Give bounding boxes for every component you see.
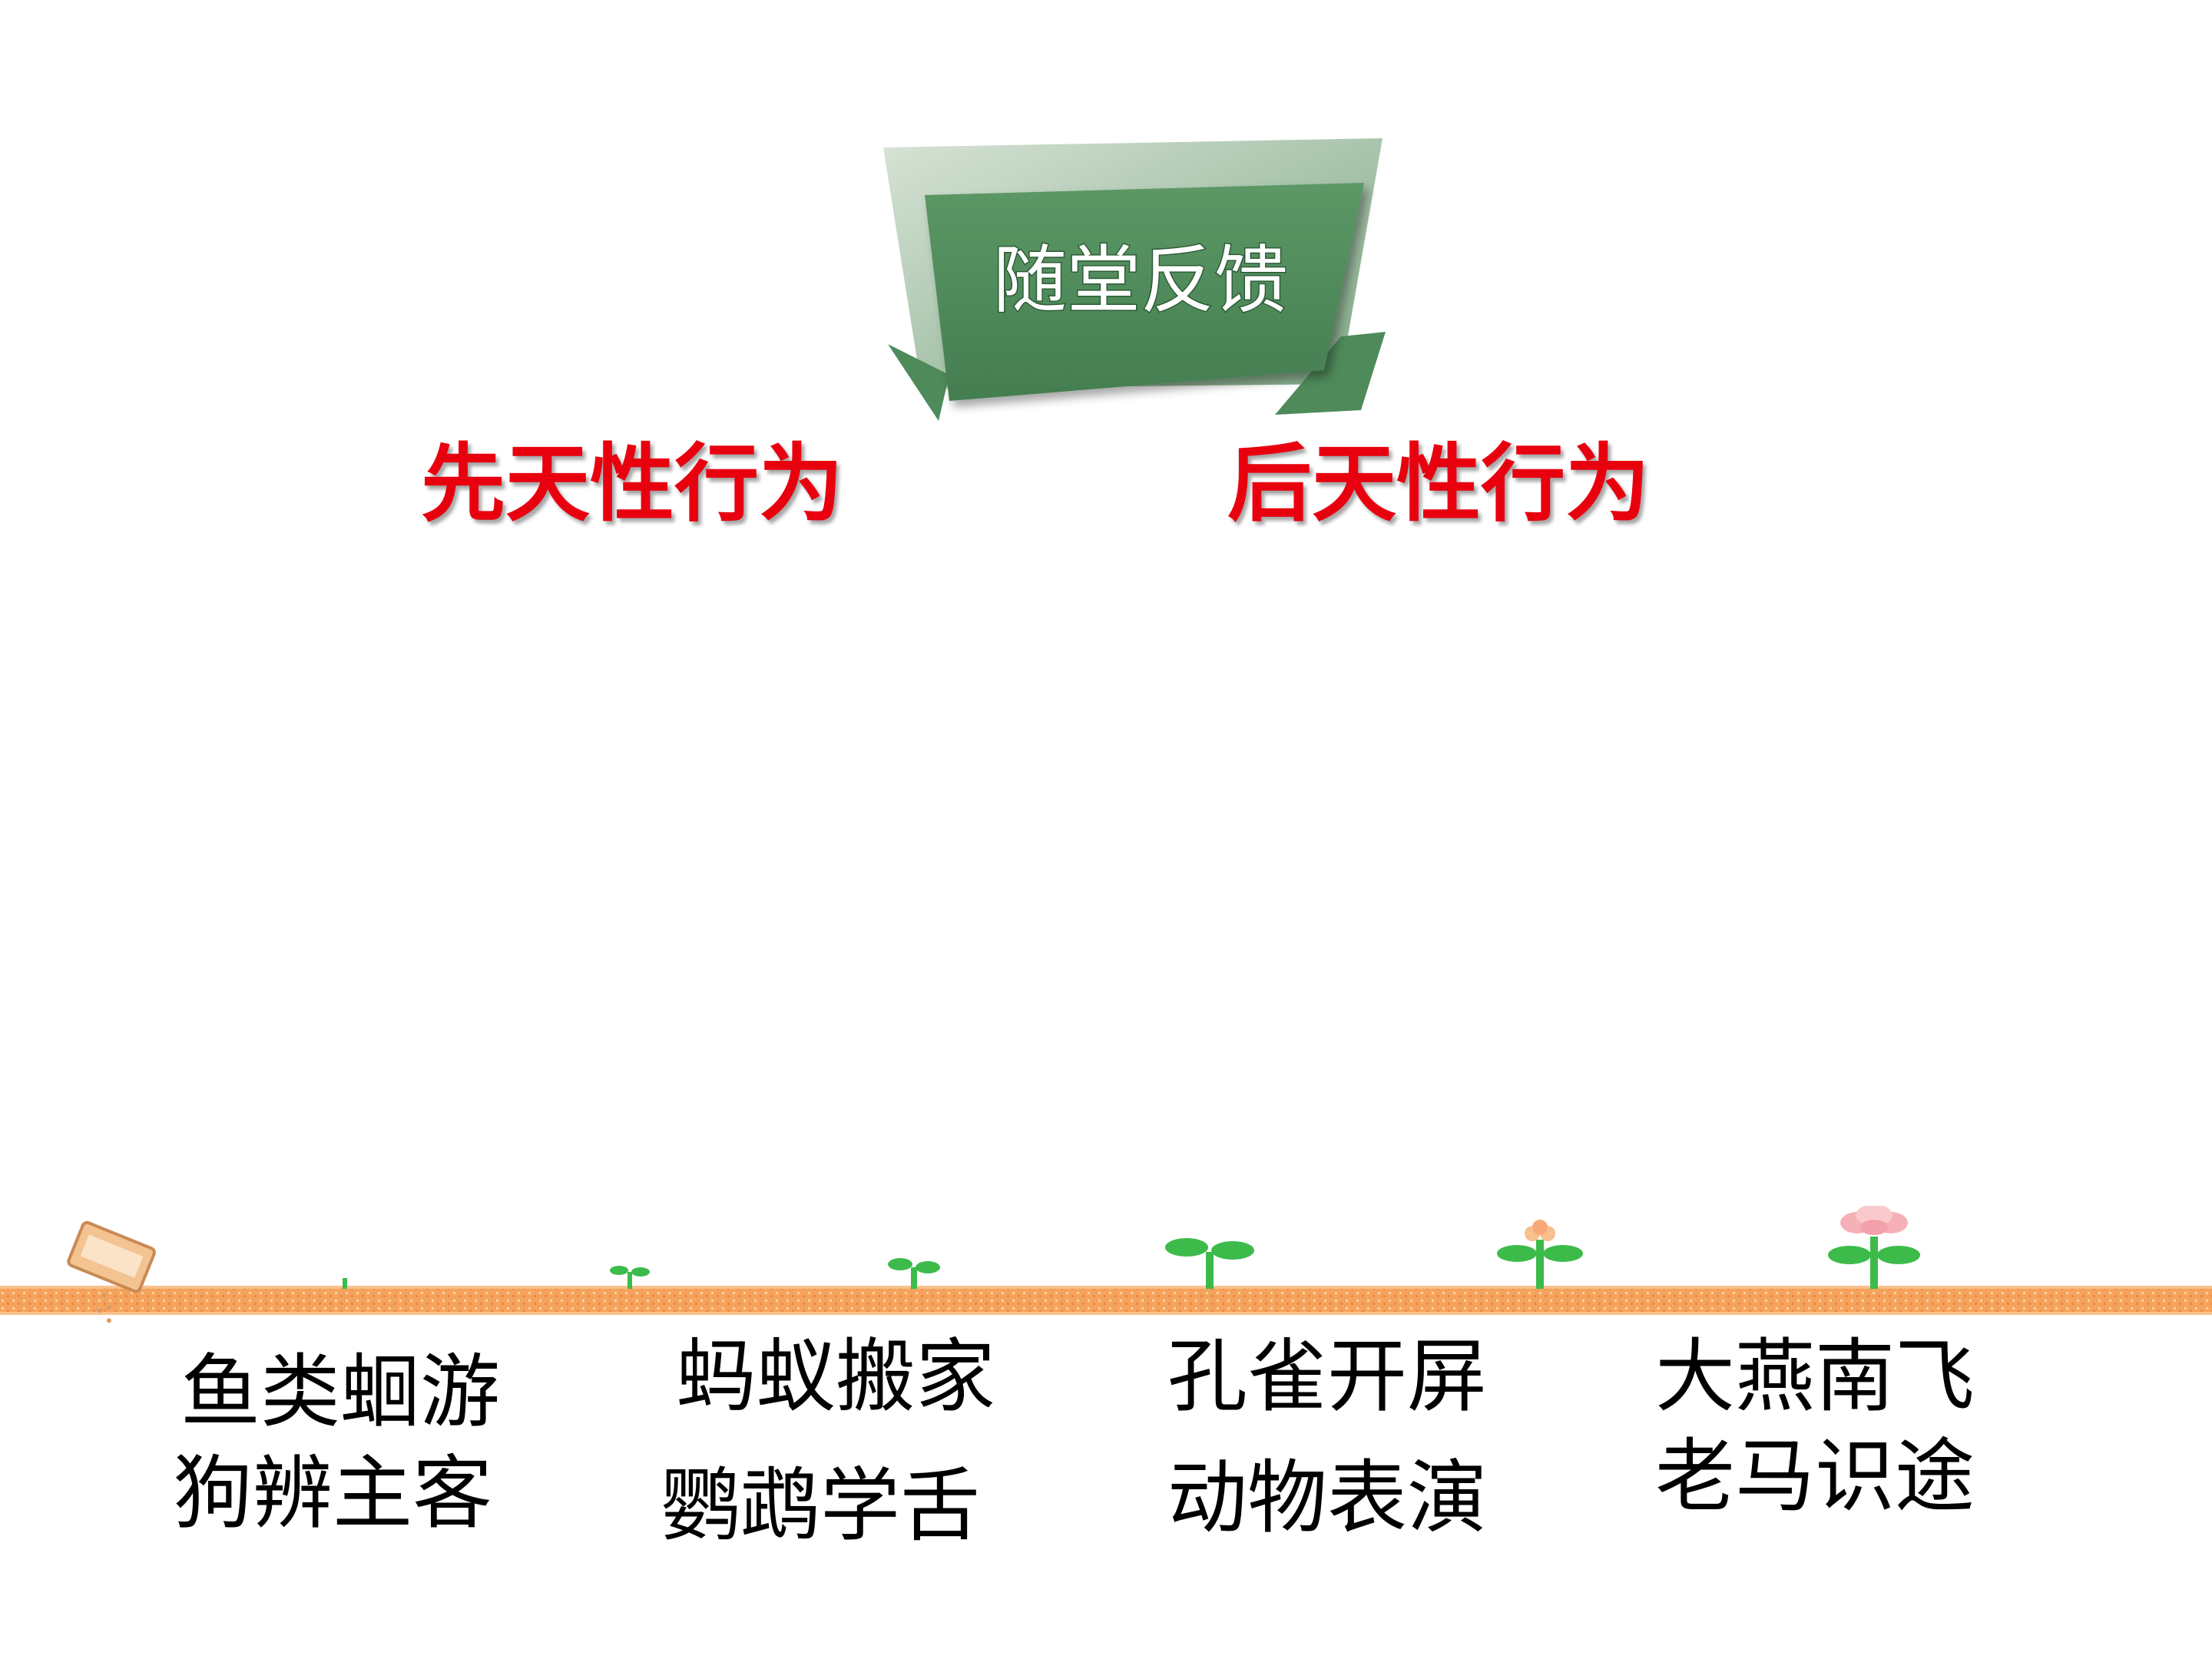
behavior-item[interactable]: 大燕南飞 bbox=[1655, 1330, 1975, 1423]
behavior-item[interactable]: 狗辨主客 bbox=[173, 1446, 493, 1540]
soil-strip bbox=[0, 1206, 2212, 1323]
seed-bag-icon bbox=[67, 1220, 156, 1323]
title-banner: 随堂反馈 bbox=[883, 138, 1386, 421]
flower-icon bbox=[1828, 1206, 1920, 1289]
banner-title: 随堂反馈 bbox=[993, 237, 1288, 323]
behavior-item[interactable]: 老马识途 bbox=[1655, 1429, 1975, 1523]
category-innate-behavior: 先天性行为 bbox=[421, 435, 843, 533]
behavior-item[interactable]: 鹦鹉学舌 bbox=[661, 1459, 981, 1552]
banner-main-panel bbox=[925, 183, 1364, 401]
behavior-item[interactable]: 鱼类蛔游 bbox=[180, 1345, 501, 1439]
behavior-item[interactable]: 动物表演 bbox=[1167, 1451, 1488, 1545]
sprout-icon bbox=[888, 1258, 940, 1289]
category-learned-behavior: 后天性行为 bbox=[1227, 435, 1650, 533]
sprout-icon bbox=[1165, 1238, 1254, 1289]
soil-line bbox=[0, 1289, 2212, 1312]
behavior-item[interactable]: 孔雀开屏 bbox=[1167, 1330, 1488, 1423]
flower-icon bbox=[1497, 1220, 1583, 1289]
banner-tab-left bbox=[888, 344, 949, 421]
sprout-icon bbox=[610, 1266, 650, 1289]
banner-tab-right bbox=[1275, 332, 1386, 415]
sprout-icon bbox=[343, 1278, 347, 1289]
behavior-item[interactable]: 蚂蚁搬家 bbox=[676, 1330, 996, 1423]
